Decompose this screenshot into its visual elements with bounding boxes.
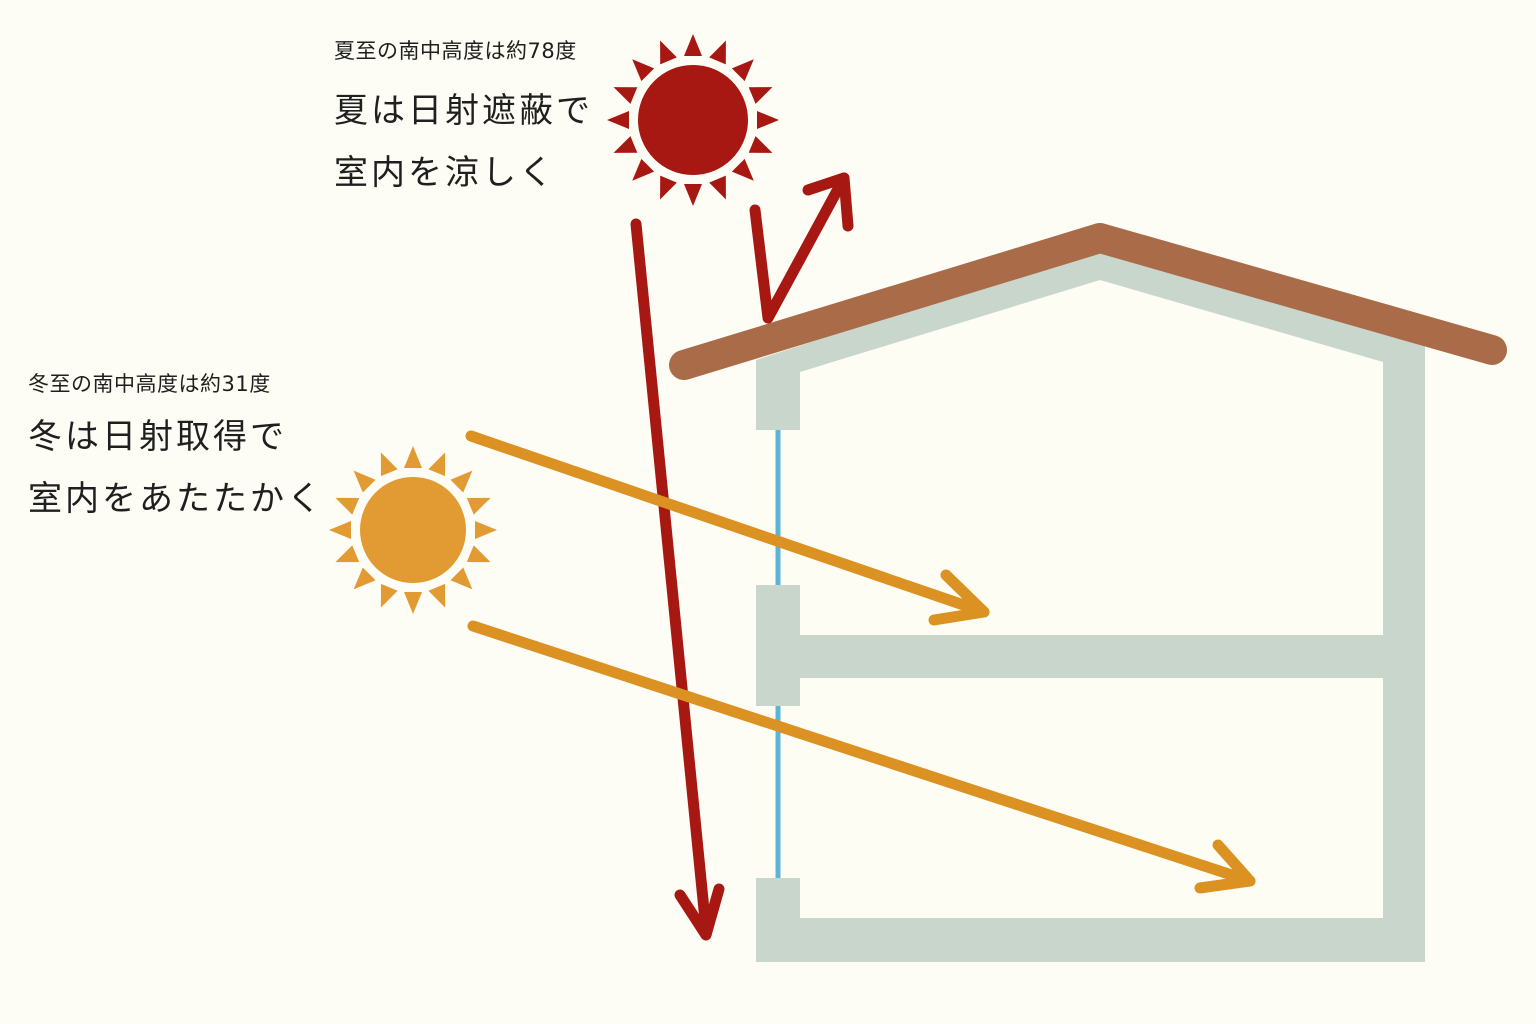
winter-upper-arrow-shaft <box>465 430 990 618</box>
summer-heading: 夏は日射遮蔽で 室内を涼しく <box>334 80 593 204</box>
winter-sun-ray <box>404 446 422 468</box>
winter-lower-arrow-shaft <box>467 620 1256 887</box>
summer-sun-ray <box>709 40 726 65</box>
lower-room-interior <box>800 678 1383 918</box>
summer-sun-ray <box>632 158 655 181</box>
winter-sun-ray <box>404 592 422 614</box>
summer-heading-line1: 夏は日射遮蔽で <box>334 91 593 131</box>
winter-sun-ray <box>466 497 491 515</box>
summer-down-arrow-shaft <box>630 218 712 936</box>
summer-sun-ray <box>660 40 677 65</box>
summer-angle-caption: 夏至の南中高度は約78度 <box>334 39 577 63</box>
summer-down-arrow-head <box>674 883 725 941</box>
winter-sun-rays <box>329 446 497 614</box>
upper-room-interior <box>800 280 1383 635</box>
summer-sun-ray <box>613 136 638 153</box>
summer-arrows <box>630 172 854 941</box>
summer-sun-ray <box>632 59 655 82</box>
winter-sun-ray <box>428 583 446 608</box>
winter-sun-ray <box>380 452 398 477</box>
winter-sun-ray <box>450 470 473 493</box>
roof <box>669 223 1507 380</box>
summer-sun-ray <box>709 175 726 200</box>
winter-sun-ray <box>450 567 473 590</box>
summer-sun-ray <box>731 59 754 82</box>
winter-angle-caption: 冬至の南中高度は約31度 <box>28 372 271 396</box>
winter-heading-line2: 室内をあたたかく <box>28 479 324 519</box>
summer-sun-ray <box>613 87 638 104</box>
winter-sun-ray <box>353 470 376 493</box>
summer-sun-rays <box>607 34 779 206</box>
summer-sun-ray <box>660 175 677 200</box>
winter-heading-line1: 冬は日射取得で <box>28 417 287 457</box>
winter-arrows <box>465 430 1256 894</box>
summer-sun-ray <box>748 87 773 104</box>
winter-upper-arrow-head <box>928 569 990 626</box>
winter-lower-arrow-head <box>1194 839 1256 894</box>
winter-heading: 冬は日射取得で 室内をあたたかく <box>28 406 324 530</box>
winter-sun-ray <box>353 567 376 590</box>
house <box>669 223 1507 962</box>
winter-sun-ray <box>428 452 446 477</box>
summer-sun-ray <box>684 34 702 56</box>
winter-sun-ray <box>466 545 491 563</box>
summer-sun-ray <box>748 136 773 153</box>
window-sill-bottom <box>756 878 800 962</box>
summer-reflect-arrow-head <box>802 172 854 232</box>
winter-sun-ray <box>475 521 497 539</box>
summer-sun-ray <box>684 184 702 206</box>
summer-sun-ray <box>607 111 629 129</box>
winter-sun-disc <box>360 477 466 583</box>
summer-sun-ray <box>757 111 779 129</box>
summer-heading-line2: 室内を涼しく <box>334 153 556 193</box>
summer-sun-icon <box>607 34 779 206</box>
window-lintel-top <box>756 360 800 430</box>
winter-sun-ray <box>329 521 351 539</box>
summer-sun-ray <box>731 158 754 181</box>
summer-sun-disc <box>638 65 748 175</box>
window-sill-middle <box>756 585 800 706</box>
summer-reflect-arrow <box>749 172 850 324</box>
winter-sun-ray <box>335 545 360 563</box>
winter-sun-ray <box>335 497 360 515</box>
winter-sun-ray <box>380 583 398 608</box>
winter-sun-icon <box>329 446 497 614</box>
